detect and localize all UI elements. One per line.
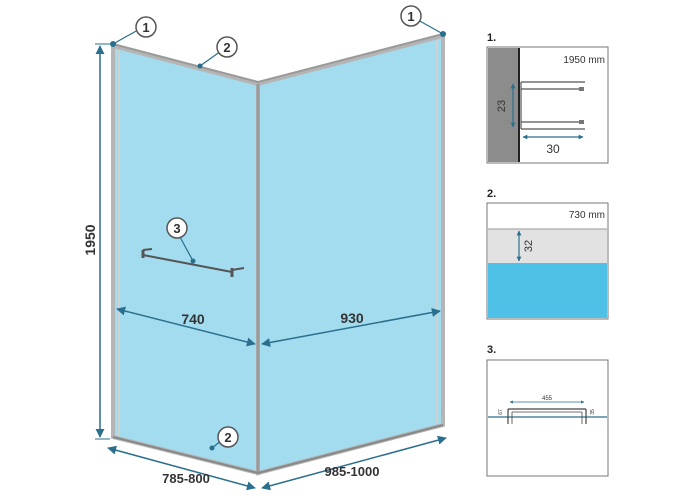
svg-text:35: 35 [590, 409, 596, 415]
glass-strip [488, 263, 607, 318]
right-glass-panel [256, 33, 445, 476]
enclosure-main [110, 31, 446, 476]
detail-1: 1. 1950 mm 23 30 [486, 32, 609, 164]
svg-text:2.: 2. [487, 188, 496, 200]
callout-1-left: 1 [112, 16, 157, 45]
svg-text:1: 1 [407, 9, 414, 24]
svg-text:1950: 1950 [82, 224, 98, 255]
bottom-left-range-dimension: 785-800 [107, 445, 256, 491]
height-dimension: 1950 [82, 43, 110, 440]
svg-text:785-800: 785-800 [162, 471, 210, 486]
detail-2: 2. 730 mm 32 [486, 188, 609, 320]
detail-3: 3. 455 67 35 [486, 344, 609, 477]
svg-text:67: 67 [498, 409, 504, 415]
callout-1-right: 1 [400, 5, 444, 35]
svg-text:32: 32 [523, 240, 535, 252]
svg-text:1950 mm: 1950 mm [563, 55, 605, 66]
svg-text:23: 23 [496, 100, 508, 112]
svg-text:985-1000: 985-1000 [325, 464, 380, 479]
svg-text:1: 1 [142, 20, 149, 35]
left-glass-panel [111, 43, 260, 476]
top-rail [112, 33, 444, 84]
svg-text:930: 930 [340, 310, 364, 326]
svg-text:455: 455 [542, 396, 553, 402]
svg-text:3.: 3. [487, 344, 496, 356]
svg-text:3: 3 [173, 221, 180, 236]
svg-text:2: 2 [224, 430, 231, 445]
svg-text:30: 30 [546, 142, 560, 156]
callout-2-top: 2 [199, 36, 238, 67]
svg-text:740: 740 [181, 311, 205, 327]
right-width-dimension: 930 [261, 308, 441, 347]
bottom-right-range-dimension: 985-1000 [261, 435, 447, 491]
profile-strip [488, 229, 607, 263]
callout-3: 3 [166, 217, 194, 262]
svg-text:730 mm: 730 mm [569, 210, 605, 221]
svg-text:1.: 1. [487, 32, 496, 44]
svg-text:2: 2 [223, 40, 230, 55]
left-width-dimension: 740 [116, 306, 256, 347]
